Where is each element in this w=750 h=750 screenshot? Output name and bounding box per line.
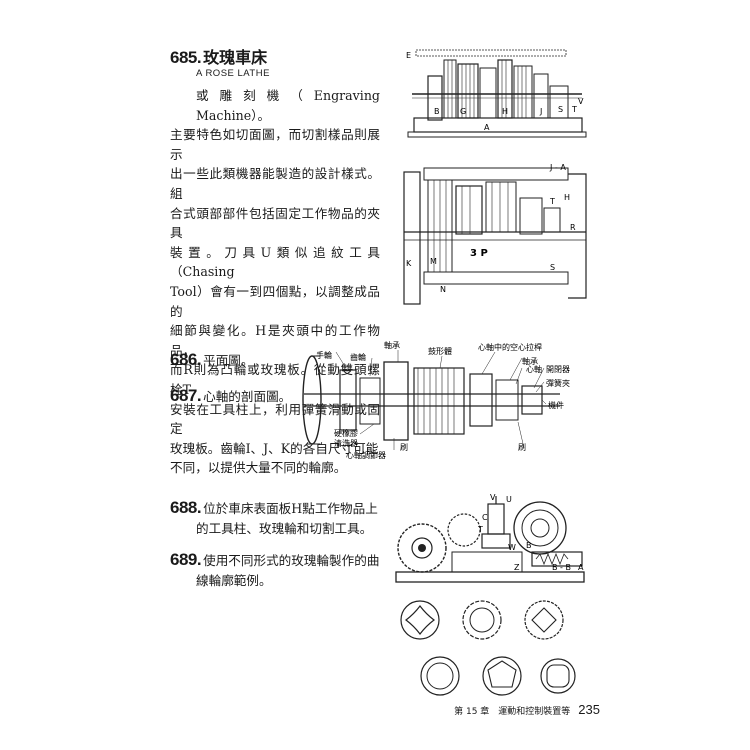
fig2-label: M [430, 257, 437, 266]
section-689: 689. 使用不同形式的玫瑰輪製作的曲 線輪廓範例。 [170, 550, 386, 591]
section-686-number: 686. [170, 350, 202, 369]
section-685-number: 685. [170, 48, 202, 67]
section-689-line: 使用不同形式的玫瑰輪製作的曲 [203, 553, 380, 568]
body-line: 而R則為凸輪或玫瑰板。從動雙頭螺栓T [170, 362, 380, 397]
fig1-label: T [571, 105, 577, 114]
section-686: 686. 平面圖。 [170, 350, 253, 371]
body-line: 合式頭部部件包括固定工作物品的夾具 [170, 205, 380, 241]
section-688-number: 688. [170, 498, 202, 517]
fig1-label: S [558, 105, 563, 114]
fig3-label-brush-left: 刷 [400, 443, 408, 452]
fig2-label: J - A [549, 163, 566, 172]
rose-profile [482, 656, 522, 696]
fig3-label-bearing-right: 軸承 [522, 356, 538, 366]
fig1-label: A [484, 123, 490, 132]
fig3-label-handwheel: 手輪 [316, 350, 332, 360]
fig1-label: H [502, 107, 508, 116]
body-line: 細節與變化。H是夾頭中的工作物品， [170, 323, 380, 358]
fig3-label-rubber-washer-1: 硬橡膠 [334, 428, 358, 438]
section-685-subtitle: A ROSE LATHE [196, 68, 270, 79]
fig4-label: V [490, 493, 496, 502]
section-685-title: 玫瑰車床 [203, 48, 268, 67]
section-688-line: 的工具柱、玫瑰輪和切割工具。 [196, 521, 373, 536]
body-line: 不同，以提供大量不同的輪廓。 [170, 460, 347, 476]
fig3-label-spindle: 心軸 [526, 364, 542, 374]
fig4-label: T [477, 525, 483, 534]
section-689-line: 線輪廓範例。 [196, 573, 272, 588]
section-687-text: 心軸的剖面圖。 [203, 389, 292, 404]
fig2-label: 3 P [470, 248, 488, 259]
fig2-label: N [440, 285, 446, 294]
fig1-label: B [434, 107, 440, 116]
section-685: 685. 玫瑰車床 A ROSE LATHE 或雕刻機（Engraving Ma… [170, 44, 382, 478]
body-line: 出一些此類機器能製造的設計樣式。組 [170, 166, 380, 201]
fig4-label: A [578, 563, 584, 572]
fig3-label-bearing-left: 軸承 [384, 340, 400, 350]
rose-profile [400, 600, 440, 640]
section-688: 688. 位於車床表面板H點工作物品上 的工具柱、玫瑰輪和切割工具。 [170, 498, 386, 539]
fig4-label: U [506, 495, 512, 504]
fig1-label: V [578, 97, 584, 106]
body-line: 裝置。刀具U類似追紋工具（Chasing [170, 244, 380, 280]
lathe-elevation-figure: E T V A B G H J S [406, 49, 587, 138]
fig4-label: B [526, 541, 532, 550]
page-footer: 第 15 章 運動和控制裝置等 235 [440, 702, 600, 717]
section-686-text: 平面圖。 [203, 353, 254, 368]
fig3-label-work: 機件 [548, 400, 564, 410]
fig1-label: G [460, 107, 466, 116]
fig2-label: R [570, 223, 576, 232]
body-line: 主要特色如切面圖，而切割樣品則展示 [170, 127, 380, 162]
spindle-section-figure: 手輪 齒輪 軸承 鼓形體 心軸中的空心拉桿 軸承 心軸 開閉器 彈簧夾 機件 硬… [302, 340, 570, 460]
page-number: 235 [578, 702, 600, 717]
section-688-line: 位於車床表面板H點工作物品上 [203, 501, 378, 516]
rose-profile [540, 658, 576, 694]
section-689-number: 689. [170, 550, 202, 569]
fig4-label: W [508, 543, 516, 552]
rose-wheel-tool-figure: V U C T W B A Z B - B [395, 493, 585, 583]
lathe-plan-figure: 3 P J - A K M N S R T H [403, 163, 587, 305]
fig2-label: H [564, 193, 570, 202]
rose-profile [420, 656, 460, 696]
fig3-label-hollow-pull: 心軸中的空心拉桿 [478, 342, 542, 352]
fig2-label: T [549, 197, 555, 206]
fig3-label-rubber-washer-2: 清洗器 [334, 438, 358, 448]
rose-profile [462, 600, 502, 640]
fig3-label-spindle-adjuster: 心軸調節器 [346, 450, 386, 460]
body-line: 或雕刻機（Engraving Machine）。 [196, 88, 380, 123]
fig4-label: C [482, 513, 488, 522]
fig4-label: B - B [552, 563, 571, 572]
fig1-label: E [406, 51, 411, 60]
fig3-label-cam-body: 鼓形體 [428, 346, 452, 356]
body-line: 安裝在工具柱上，利用彈簧滑動或固定 [170, 401, 380, 437]
fig1-label: J [539, 107, 542, 116]
fig3-label-gear: 齒輪 [350, 352, 366, 362]
fig3-label-switch: 開閉器 [546, 365, 570, 374]
rose-profiles-figure [400, 600, 576, 696]
section-685-heading: 685. 玫瑰車床 [170, 44, 382, 68]
section-687: 687. 心軸的剖面圖。 [170, 386, 291, 407]
rose-profile [524, 600, 564, 640]
fig4-label: Z [514, 563, 520, 572]
fig2-label: S [550, 263, 555, 272]
fig3-label-brush-right: 刷 [518, 443, 526, 452]
section-685-body: 或雕刻機（Engraving Machine）。 主要特色如切面圖，而切割樣品則… [170, 86, 380, 478]
footer-chapter: 第 15 章 運動和控制裝置等 [454, 707, 571, 717]
body-line: 玫瑰板。齒輪I、J、K的各自尺寸可能 [170, 440, 379, 456]
section-687-number: 687. [170, 386, 202, 405]
fig2-label: K [406, 259, 412, 268]
fig3-label-spring-clip: 彈簧夾 [546, 378, 570, 388]
body-line: Tool）會有一到四個點，以調整成品的 [170, 283, 380, 319]
